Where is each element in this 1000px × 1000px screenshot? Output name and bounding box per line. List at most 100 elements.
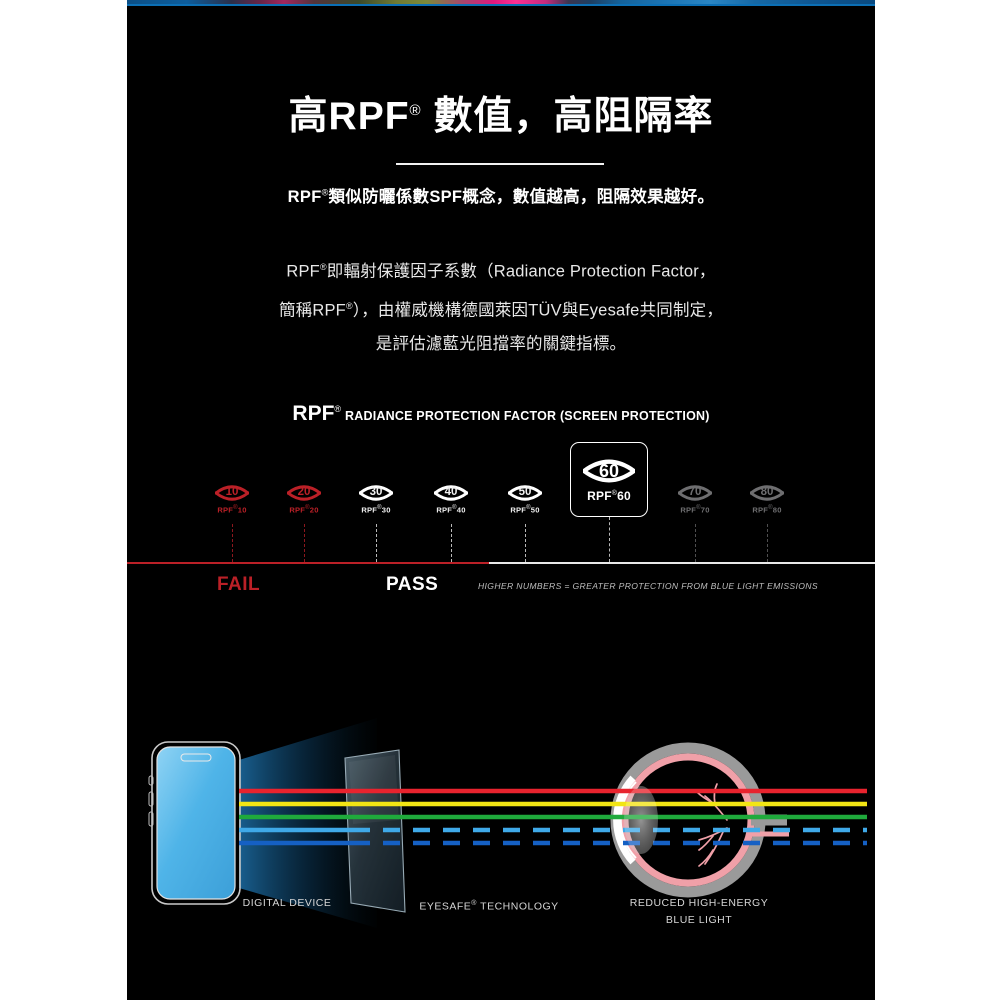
rpf-badge-label: RPF®40 — [436, 505, 465, 515]
registered-mark-icon: ® — [768, 505, 773, 512]
badge-connector-80 — [767, 524, 768, 562]
pass-baseline — [489, 562, 875, 564]
caption-eyesafe-prefix: EYESAFE — [419, 900, 472, 913]
subtitle-suffix: 類似防曬係數SPF概念，數值越高，阻隔效果越好。 — [328, 188, 715, 206]
registered-mark-icon: ® — [321, 187, 329, 198]
rpf-badge-label: RPF®50 — [510, 505, 539, 515]
rpf-badge-label-prefix: RPF — [680, 505, 697, 515]
rpf-badge-label: RPF®70 — [680, 505, 709, 515]
lens-glow — [624, 786, 658, 854]
eye-shape-icon: 10 — [214, 483, 250, 503]
rpf-badge-label-value: 20 — [309, 505, 319, 515]
light-beam — [239, 718, 377, 928]
rpf-badge-label-prefix: RPF — [289, 505, 306, 515]
rpf-badge-label: RPF®80 — [752, 505, 781, 515]
rpf-badge-label: RPF®60 — [587, 489, 631, 503]
registered-mark-icon: ® — [377, 505, 382, 512]
scale-acronym: RPF® — [292, 402, 341, 425]
page-subtitle: RPF®類似防曬係數SPF概念，數值越高，阻隔效果越好。 — [127, 183, 875, 207]
content-panel: 高RPF® 數值，高阻隔率 RPF®類似防曬係數SPF概念，數值越高，阻隔效果越… — [127, 0, 875, 1000]
caption-digital-device: DIGITAL DEVICE — [242, 897, 332, 909]
rpf-badge-label-prefix: RPF — [361, 505, 378, 515]
caption-eyesafe-suffix: TECHNOLOGY — [476, 900, 559, 913]
rpf-badge-label-value: 10 — [237, 505, 247, 515]
eye-shape-icon: 50 — [507, 483, 543, 503]
badge-connector-30 — [376, 524, 377, 562]
subtitle-prefix: RPF — [287, 188, 322, 206]
rpf-badge-label-value: 40 — [456, 505, 466, 515]
eye-shape-icon: 40 — [433, 483, 469, 503]
caption-reduced-blue-light: REDUCED HIGH-ENERGY BLUE LIGHT — [599, 895, 799, 929]
registered-mark-icon: ® — [611, 490, 618, 497]
registered-mark-icon: ® — [305, 505, 310, 512]
title-suffix: 數值，高阻隔率 — [421, 95, 714, 138]
scale-description: RADIANCE PROTECTION FACTOR (SCREEN PROTE… — [345, 409, 710, 423]
body-line-1-prefix: RPF — [286, 262, 320, 281]
pass-label: PASS — [386, 574, 439, 595]
caption-result-line-2: BLUE LIGHT — [665, 914, 733, 926]
body-line-2: 簡稱RPF®），由權威機構德國萊因TÜV與Eyesafe共同制定， — [187, 289, 815, 328]
rpf-badge-label-value: 80 — [772, 505, 782, 515]
rpf-badge-label-prefix: RPF — [510, 505, 527, 515]
eye-shape-icon: 20 — [286, 483, 322, 503]
rpf-badge-label-prefix: RPF — [217, 505, 234, 515]
title-prefix: 高 — [288, 95, 329, 138]
registered-mark-icon: ® — [319, 262, 327, 272]
registered-mark-icon: ® — [526, 505, 531, 512]
top-color-strip — [127, 0, 875, 5]
rpf-badge-value: 10 — [225, 486, 239, 499]
title-divider — [396, 163, 604, 165]
rpf-badge-label-prefix: RPF — [752, 505, 769, 515]
eye-shape-icon: 80 — [749, 483, 785, 503]
page-title: 高RPF® 數值，高阻隔率 — [127, 88, 875, 140]
badge-connector-60 — [609, 517, 610, 562]
body-line-1-suffix: 即輻射保護因子系數（Radiance Protection Factor， — [326, 262, 716, 281]
body-line-3: 是評估濾藍光阻擋率的關鍵指標。 — [375, 335, 627, 353]
title-rpf: RPF — [328, 95, 410, 138]
body-line-2-suffix: ），由權威機構德國萊因TÜV與Eyesafe共同制定， — [352, 301, 724, 319]
rpf-badge-value: 80 — [760, 486, 774, 499]
body-line-2-prefix: 簡稱RPF — [278, 301, 346, 319]
rpf-badge-value: 30 — [369, 486, 383, 499]
top-blue-line — [127, 4, 875, 6]
rpf-badge-label-value: 30 — [381, 505, 391, 515]
scale-acronym-text: RPF — [292, 402, 335, 425]
scale-note: HIGHER NUMBERS = GREATER PROTECTION FROM… — [478, 581, 818, 591]
rpf-badge-label-value: 60 — [617, 489, 631, 503]
rpf-badge-label-prefix: RPF — [587, 489, 612, 503]
eye-shape-icon: 60 — [581, 456, 637, 486]
rpf-badge-value: 50 — [518, 486, 532, 499]
badge-connector-70 — [695, 524, 696, 562]
registered-mark-icon: ® — [345, 300, 353, 311]
caption-eyesafe-technology: EYESAFE® TECHNOLOGY — [399, 895, 579, 916]
scale-heading: RPF®RADIANCE PROTECTION FACTOR (SCREEN P… — [127, 402, 875, 426]
fail-label: FAIL — [217, 574, 261, 595]
light-rays — [239, 788, 867, 846]
registered-mark-icon: ® — [696, 505, 701, 512]
badge-connector-10 — [232, 524, 233, 562]
registered-mark-icon: ® — [471, 900, 477, 907]
eye-shape-icon: 70 — [677, 483, 713, 503]
digital-device-phone — [148, 741, 241, 905]
badge-connector-40 — [451, 524, 452, 562]
registered-mark-icon: ® — [452, 505, 457, 512]
rpf-badge-value: 20 — [297, 486, 311, 499]
rpf-badge-label-value: 50 — [530, 505, 540, 515]
body-copy: RPF®即輻射保護因子系數（Radiance Protection Factor… — [187, 250, 815, 361]
rpf-badge-label-value: 70 — [700, 505, 710, 515]
registered-mark-icon: ® — [233, 505, 238, 512]
badge-connector-20 — [304, 524, 305, 562]
registered-mark-icon: ® — [334, 404, 342, 414]
rpf-badge-label: RPF®30 — [361, 505, 390, 515]
rpf-badge-value: 70 — [688, 486, 702, 499]
